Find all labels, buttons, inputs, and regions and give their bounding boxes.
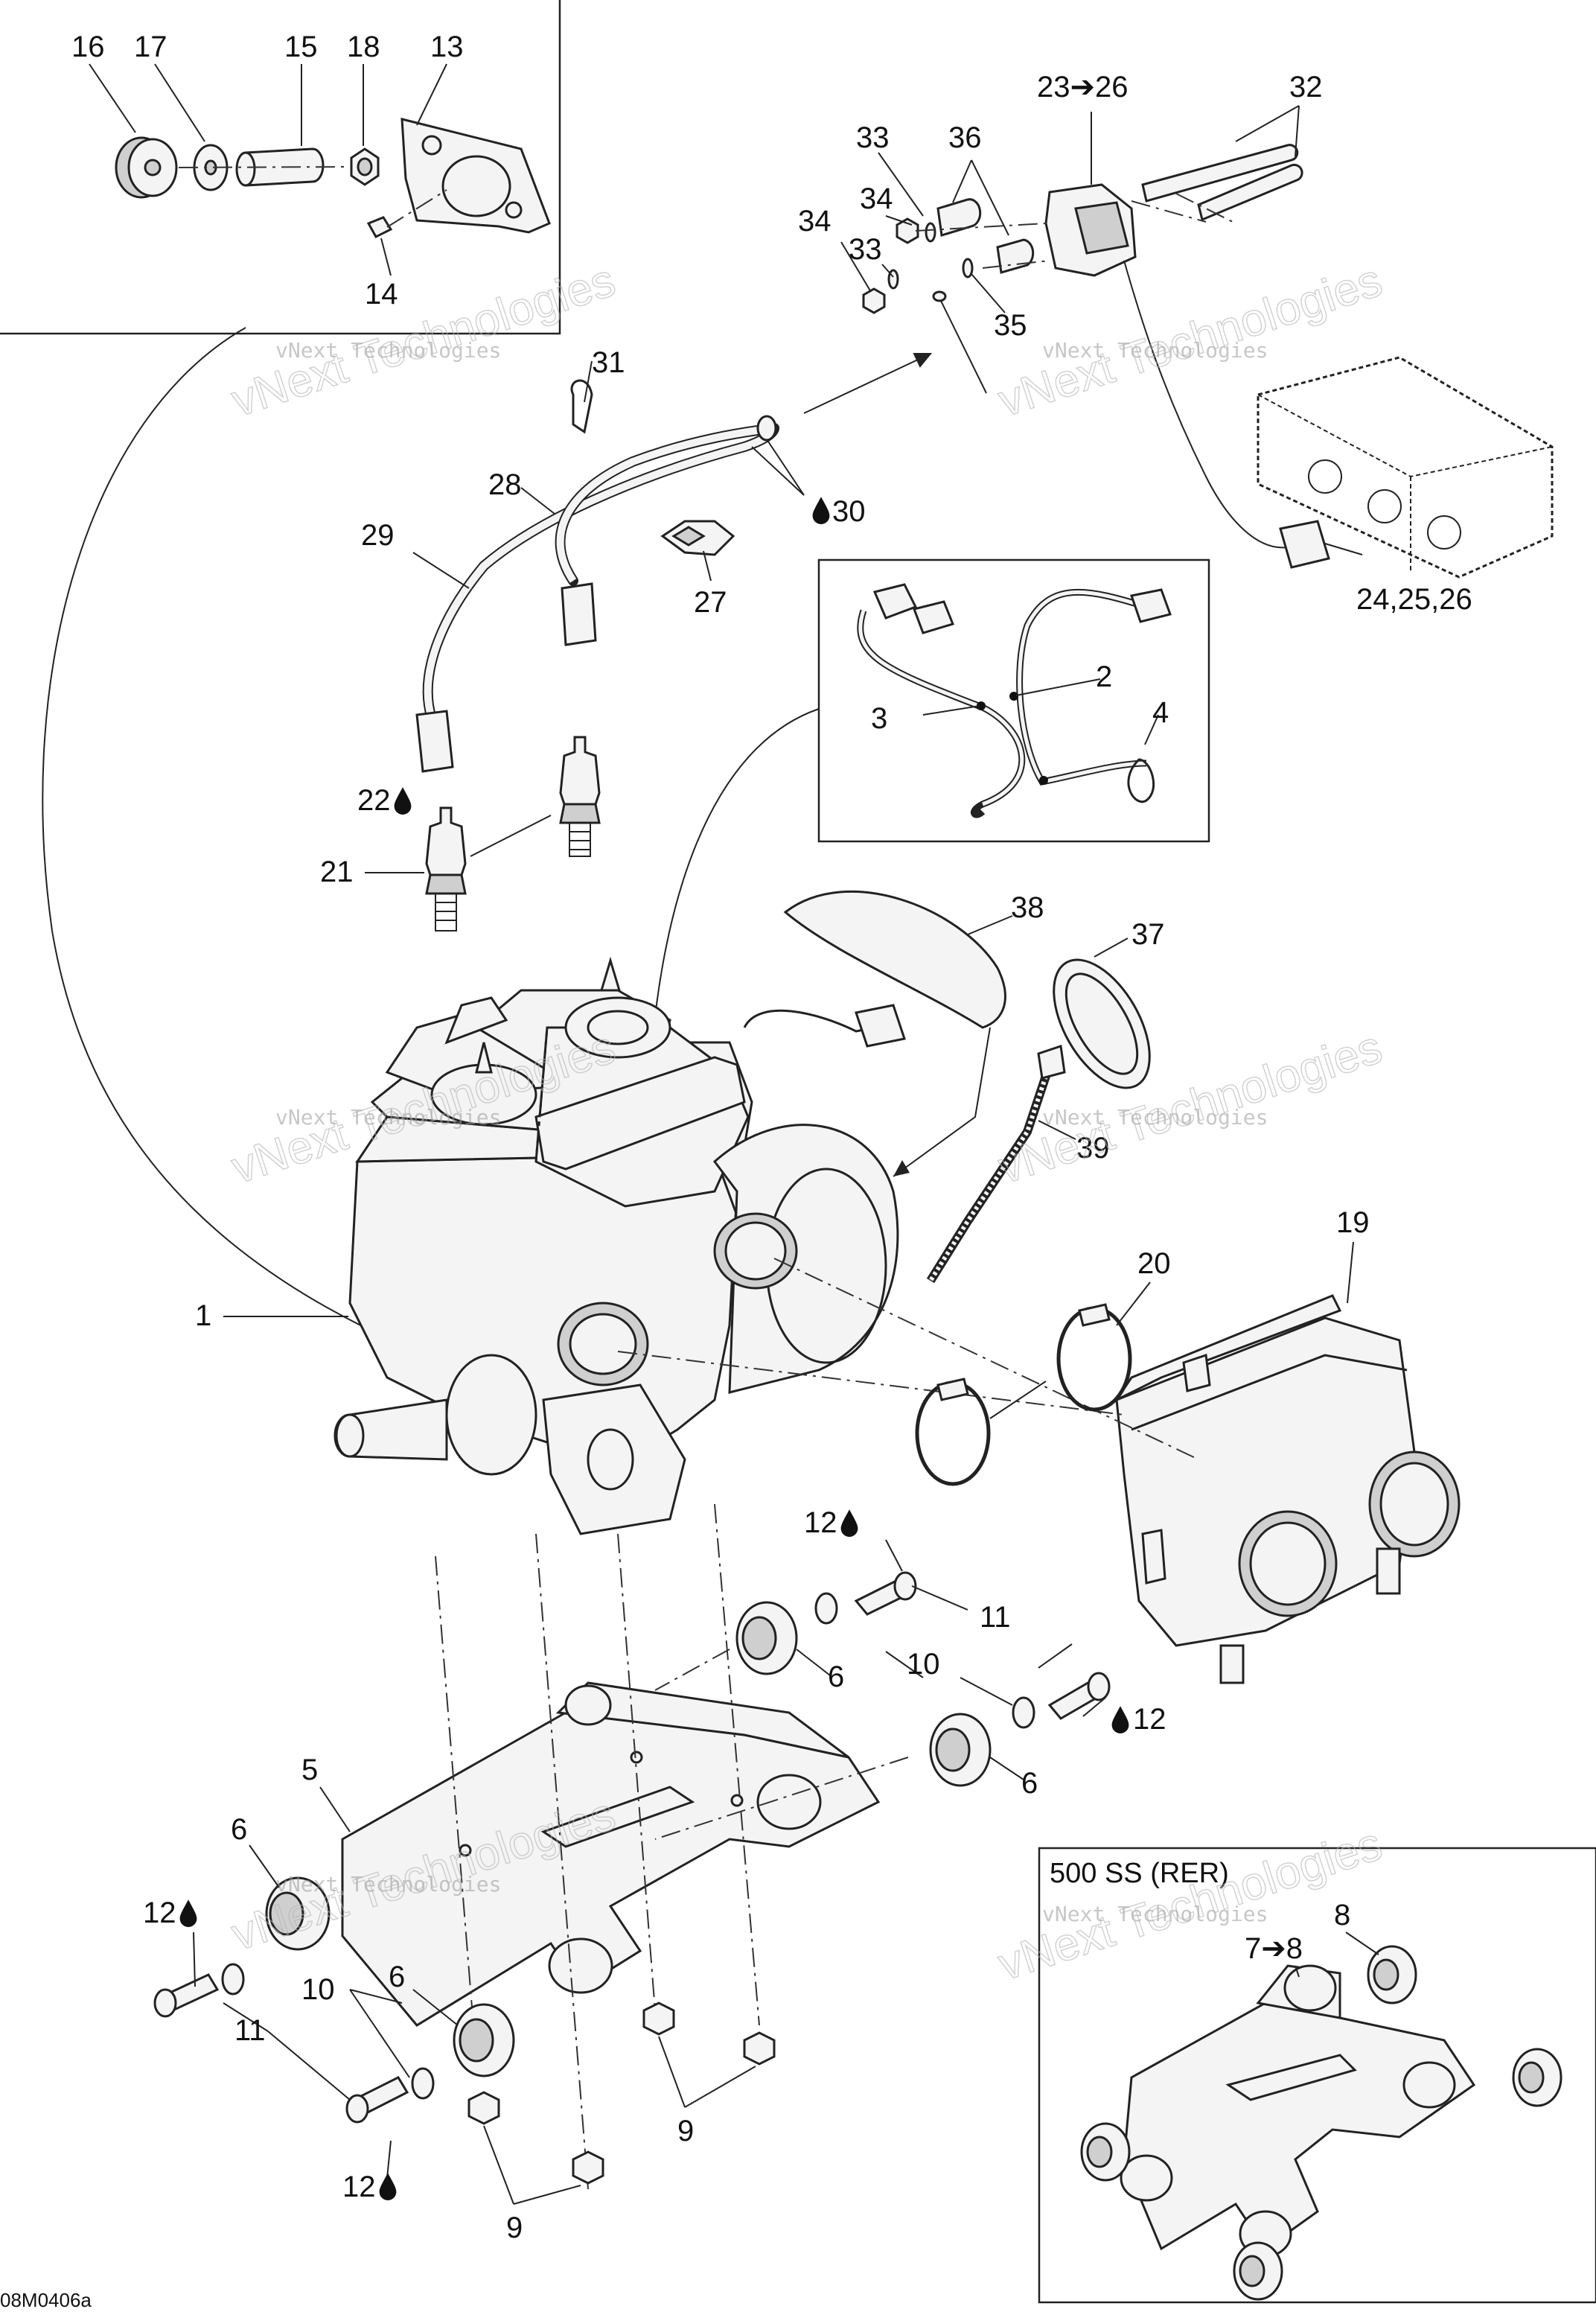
rubber-mounts <box>265 1601 992 2077</box>
spark-plugs <box>425 736 601 932</box>
drawing-code: 08M0406a <box>0 2289 92 2311</box>
oil-drop-icon <box>812 497 830 524</box>
callout-1: 1 <box>195 1299 211 1332</box>
inset-500ss-mount <box>1080 1945 1563 2301</box>
spark-plug-wires <box>415 379 779 773</box>
callout-11-right: 11 <box>980 1601 1011 1634</box>
carburetors <box>1113 1294 1461 1684</box>
callout-10-right: 10 <box>907 1648 940 1681</box>
oil-drop-icon <box>179 1899 197 1927</box>
oil-drop-icon <box>1111 1706 1129 1733</box>
callout-4: 4 <box>1152 696 1169 729</box>
callout-34-upper: 34 <box>860 182 893 215</box>
callout-6-lower: 6 <box>389 1961 405 1993</box>
callout-16: 16 <box>71 31 105 63</box>
watermark: vNext Technologies <box>1042 338 1268 363</box>
oil-drop-icon <box>840 1509 858 1537</box>
callout-7-to-8: 7➔8 <box>1245 1932 1303 1965</box>
direction-arrowhead <box>913 353 933 368</box>
callout-5: 5 <box>301 1754 318 1786</box>
callout-33-lower: 33 <box>849 233 882 266</box>
callout-24-25-26: 24,25,26 <box>1356 583 1472 616</box>
callout-3: 3 <box>871 702 887 735</box>
callout-20: 20 <box>1137 1247 1171 1280</box>
callout-19: 19 <box>1336 1206 1370 1239</box>
callout-18: 18 <box>347 31 380 63</box>
callout-12-right: 12 <box>1133 1703 1166 1736</box>
callout-23-to-26: 23➔26 <box>1037 71 1129 104</box>
watermark: vNext Technologies <box>1042 1902 1268 1926</box>
inset-mount-parts <box>115 118 551 238</box>
callout-30: 30 <box>832 495 866 528</box>
callout-12-bottom: 12 <box>342 2171 376 2203</box>
callout-34-lower: 34 <box>798 205 831 238</box>
callout-37: 37 <box>1131 918 1165 951</box>
callout-6-upper: 6 <box>828 1660 844 1693</box>
engine-block <box>333 956 906 1535</box>
callout-10-left: 10 <box>301 1973 335 2006</box>
inset-frame-top-left <box>0 0 561 335</box>
callout-21: 21 <box>320 856 354 888</box>
callout-6-left: 6 <box>231 1813 247 1846</box>
carb-clamps <box>915 1303 1132 1486</box>
ecu-module <box>1257 356 1554 579</box>
direction-arrow <box>803 353 931 414</box>
callout-35: 35 <box>994 309 1027 342</box>
oil-drop-icon <box>394 787 412 815</box>
watermark: vNext Technologies <box>1042 1105 1268 1130</box>
nuts <box>467 2001 776 2185</box>
inset-frame-500ss <box>1038 1847 1596 2304</box>
callout-13: 13 <box>430 31 464 63</box>
engine-mount-plate <box>341 1681 881 2027</box>
callout-29: 29 <box>361 519 395 552</box>
callout-36: 36 <box>948 121 982 154</box>
callout-27: 27 <box>694 586 727 619</box>
watermark: vNext Technologies <box>275 1872 501 1897</box>
callout-39: 39 <box>1076 1132 1110 1165</box>
callout-38: 38 <box>1011 891 1044 924</box>
callout-33-upper: 33 <box>856 121 890 154</box>
inset-title: 500 SS (RER) <box>1050 1858 1229 1889</box>
inset-frame-harness <box>817 558 1210 843</box>
callout-9-lower: 9 <box>506 2211 523 2244</box>
washers-and-bolts <box>153 1571 1111 2124</box>
callout-9-upper: 9 <box>677 2115 694 2147</box>
callout-8: 8 <box>1334 1899 1350 1932</box>
callout-31: 31 <box>592 346 625 379</box>
callout-12-left: 12 <box>143 1897 176 1929</box>
callout-2: 2 <box>1096 660 1112 693</box>
callout-labels: 1 2 3 4 5 6 6 6 6 7➔8 8 9 9 10 10 11 11 … <box>0 31 1472 2311</box>
callout-32: 32 <box>1289 71 1323 104</box>
wiring-harness <box>857 583 1172 818</box>
watermark: vNext Technologies <box>275 338 501 363</box>
callout-15: 15 <box>284 31 318 63</box>
oil-drop-icon <box>379 2173 397 2200</box>
watermark: vNext Technologies <box>275 1105 501 1130</box>
callout-14: 14 <box>365 278 398 311</box>
recoil-starter <box>783 890 1151 1284</box>
callout-28: 28 <box>488 468 522 501</box>
callout-22: 22 <box>357 784 391 817</box>
callout-6-right: 6 <box>1021 1767 1038 1800</box>
callout-11-left: 11 <box>234 2014 266 2047</box>
callout-12-upper: 12 <box>804 1506 837 1539</box>
callout-17: 17 <box>134 31 167 63</box>
guide-arc-left <box>42 327 507 1386</box>
ignition-coil-assembly <box>862 144 1330 569</box>
